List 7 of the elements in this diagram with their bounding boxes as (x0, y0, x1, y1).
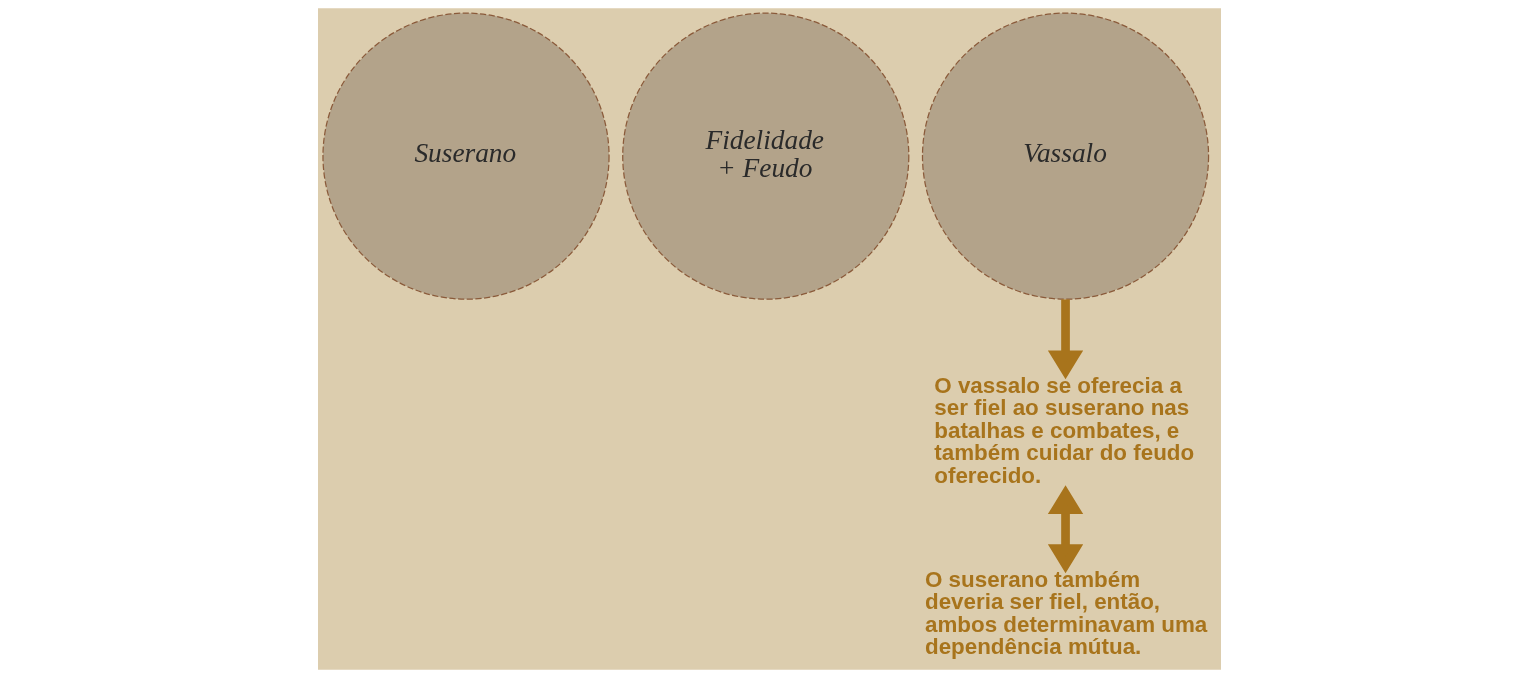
node-text: O suserano também deveria ser fiel, então, ambos determinavam uma dependência mútua. (924, 567, 1207, 660)
arrow (1047, 299, 1083, 380)
node-circle: Fidelidade + Feudo (621, 12, 909, 300)
node-circle: Suserano (321, 12, 610, 300)
node-text: O vassalo se oferecia a ser fiel ao suserano nas batalhas e combates, e também cuidar do feudo oferecido. (933, 372, 1194, 488)
node-circle: Vassalo (921, 12, 1209, 300)
arrow (1047, 485, 1083, 574)
